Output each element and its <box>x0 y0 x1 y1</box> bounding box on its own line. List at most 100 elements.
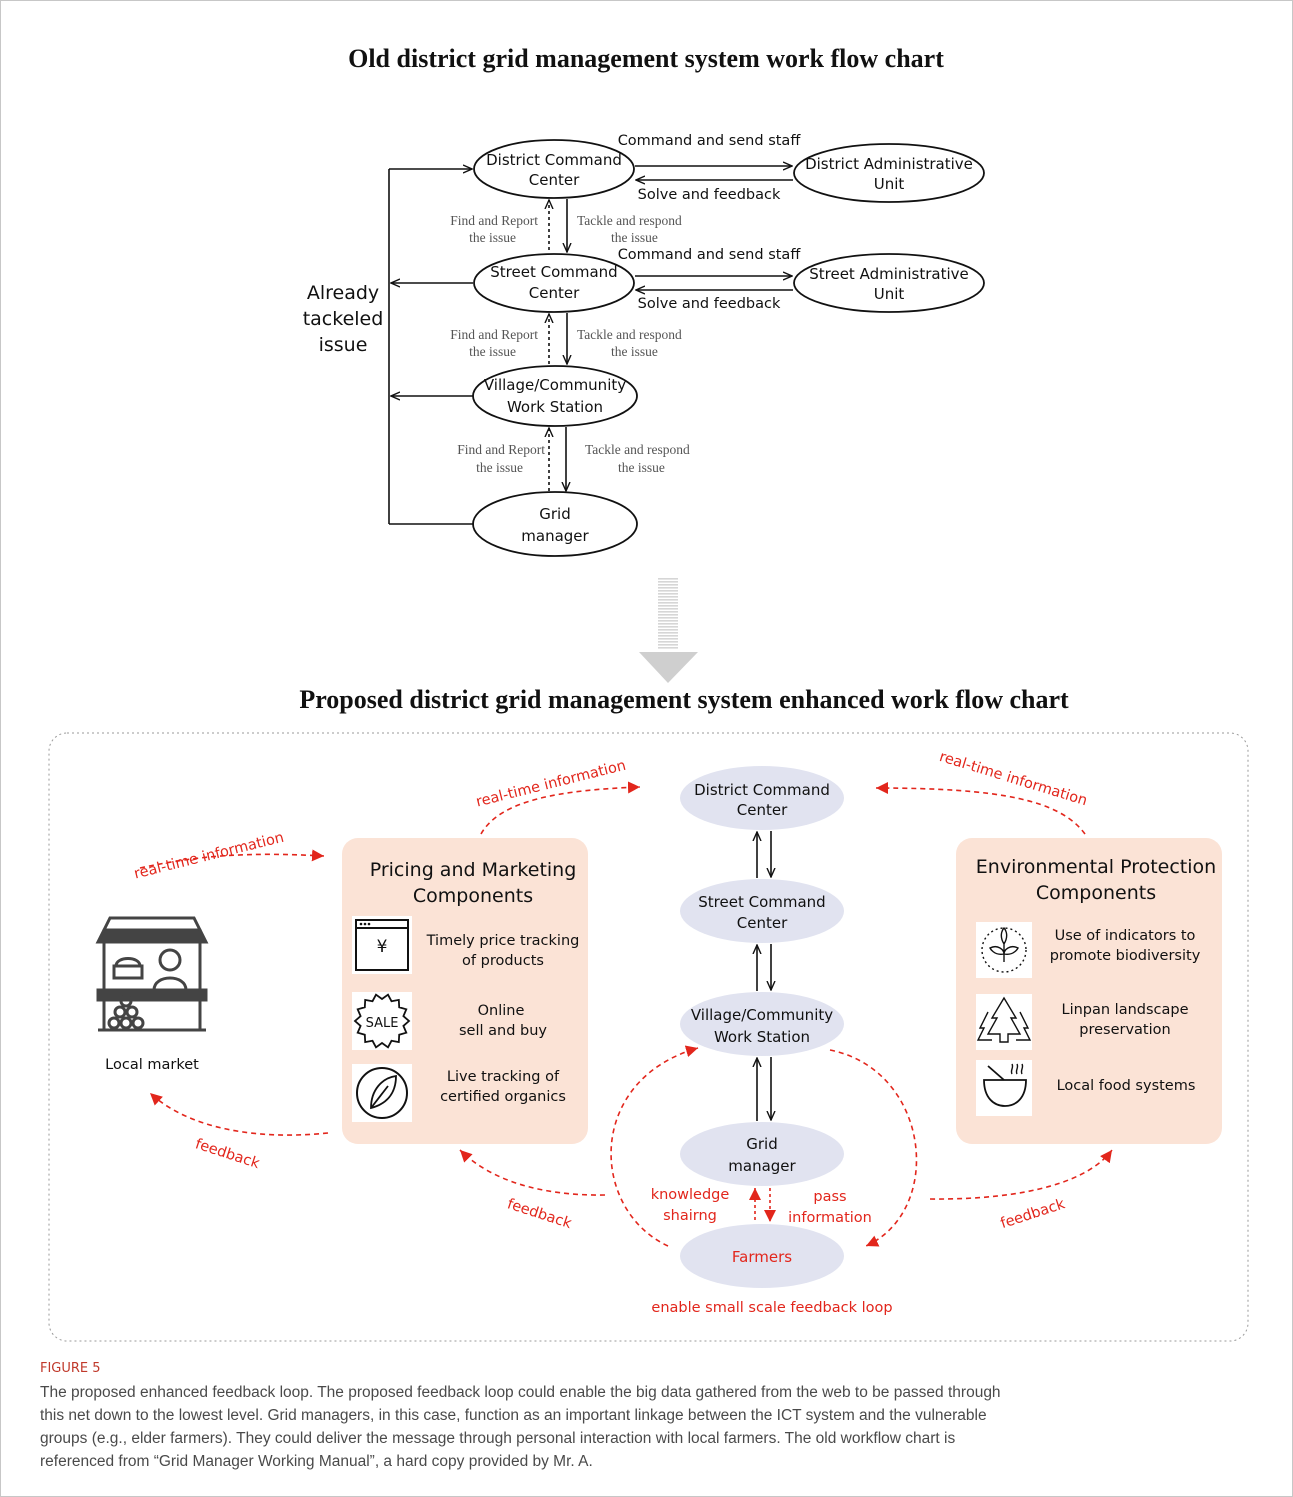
old-node-district-administrative-unit: District Administrative Unit <box>793 143 985 203</box>
node-label: manager <box>521 527 589 545</box>
transition-arrow <box>639 578 698 683</box>
new-chart-dotted-border <box>48 732 1249 1342</box>
environment-item-text: Linpan landscape <box>1061 1002 1188 1018</box>
edge-label-report: the issue <box>469 230 516 245</box>
pass-info-label: pass <box>813 1189 846 1205</box>
node-label: Work Station <box>714 1028 810 1046</box>
side-label: Already <box>307 282 379 304</box>
sale-glyph: SALE <box>366 1016 399 1031</box>
edge-label-report: Find and Report <box>457 442 545 457</box>
caption-line: The proposed enhanced feedback loop. The… <box>40 1384 1001 1401</box>
transition-stripe <box>658 647 678 649</box>
feedback-label: feedback <box>999 1196 1068 1232</box>
node-label: District Administrative <box>805 155 973 173</box>
edge-label-respond: the issue <box>611 230 658 245</box>
node-label: Street Command <box>698 893 825 911</box>
transition-stripe <box>658 602 678 604</box>
old-node-street-command-center: Street Command Center <box>473 253 635 313</box>
transition-stripe <box>658 629 678 631</box>
environment-panel-title: Environmental Protection <box>976 856 1216 878</box>
transition-stripe <box>658 614 678 616</box>
node-label: Village/Community <box>484 376 626 394</box>
node-label: Unit <box>874 285 905 303</box>
farmer-grid-red-arrows <box>749 1188 776 1222</box>
environment-item-text: Local food systems <box>1057 1078 1196 1094</box>
pricing-item-text: sell and buy <box>459 1023 547 1039</box>
node-label: Grid <box>539 505 570 523</box>
transition-stripe <box>658 593 678 595</box>
transition-stripe <box>658 617 678 619</box>
node-label: Center <box>529 171 580 189</box>
yuan-glyph: ¥ <box>377 937 388 957</box>
already-tackled-bracket <box>388 169 474 525</box>
transition-stripe <box>658 641 678 643</box>
feedback-label: feedback <box>505 1196 574 1232</box>
edge-label-respond: Tackle and respond <box>577 213 682 228</box>
knowledge-label: shairng <box>663 1208 717 1224</box>
new-node-farmers: Farmers <box>680 1224 844 1288</box>
organic-leaf-icon <box>352 1064 412 1122</box>
transition-stripe <box>658 578 678 580</box>
side-label: issue <box>319 334 368 356</box>
environment-item-text: Use of indicators to <box>1055 928 1196 944</box>
small-loop-label: enable small scale feedback loop <box>651 1300 892 1316</box>
caption-line: this net down to the lowest level. Grid … <box>40 1407 987 1424</box>
edge-label-respond: the issue <box>611 344 658 359</box>
pricing-item-text: Live tracking of <box>447 1069 560 1085</box>
caption-line: referenced from “Grid Manager Working Ma… <box>40 1453 593 1470</box>
node-label: Work Station <box>507 398 603 416</box>
pricing-item-text: of products <box>462 953 544 969</box>
center-vertical-arrows <box>757 831 771 1121</box>
transition-stripe <box>658 587 678 589</box>
old-chart-title: Old district grid management system work… <box>348 44 944 73</box>
realtime-label: real-time information <box>132 830 285 883</box>
pricing-item-text: Online <box>478 1003 525 1019</box>
environment-item-text: preservation <box>1079 1022 1170 1038</box>
node-label: District Command <box>694 781 830 799</box>
node-label: Grid <box>746 1135 777 1153</box>
node-label: Farmers <box>732 1248 792 1266</box>
edge-label-feedback: Solve and feedback <box>638 296 781 312</box>
yuan-price-window-icon: ¥ <box>352 916 412 974</box>
edge-label-respond: Tackle and respond <box>577 327 682 342</box>
old-node-village-work-station: Village/Community Work Station <box>472 365 638 427</box>
biodiversity-leaves-icon <box>976 922 1032 978</box>
new-node-street-command-center: Street Command Center <box>680 879 844 943</box>
edge-label-respond: Tackle and respond <box>585 442 690 457</box>
transition-stripe <box>658 620 678 622</box>
food-bowl-icon <box>976 1060 1032 1116</box>
environment-panel-title: Components <box>1036 882 1156 904</box>
edge-label-feedback: Solve and feedback <box>638 187 781 203</box>
transition-stripe <box>658 623 678 625</box>
node-label: Unit <box>874 175 905 193</box>
edge-label-command: Command and send staff <box>618 247 802 263</box>
pricing-panel-title: Pricing and Marketing <box>370 859 577 881</box>
realtime-label: real-time information <box>937 749 1089 809</box>
feedback-label: feedback <box>193 1136 262 1172</box>
transition-stripe <box>658 644 678 646</box>
market-stall-icon <box>95 916 209 1032</box>
edge-label-report: Find and Report <box>450 213 538 228</box>
pricing-panel-title: Components <box>413 885 533 907</box>
transition-stripe <box>658 596 678 598</box>
environment-item-text: promote biodiversity <box>1050 948 1201 964</box>
new-node-village-work-station: Village/Community Work Station <box>680 992 844 1056</box>
old-node-district-command-center: District Command Center <box>473 139 635 199</box>
knowledge-label: knowledge <box>651 1187 730 1203</box>
transition-stripe <box>658 590 678 592</box>
node-label: Center <box>737 914 788 932</box>
transition-stripe <box>658 599 678 601</box>
transition-stripe <box>658 611 678 613</box>
pricing-item-text: certified organics <box>440 1089 566 1105</box>
node-label: Street Command <box>490 263 617 281</box>
realtime-label: real-time information <box>474 758 627 811</box>
local-market-label: Local market <box>105 1057 199 1073</box>
transition-stripe <box>658 605 678 607</box>
edge-label-report: the issue <box>469 344 516 359</box>
edge-label-command: Command and send staff <box>618 133 802 149</box>
node-label: Street Administrative <box>809 265 969 283</box>
node-label: District Command <box>486 151 622 169</box>
edge-label-respond: the issue <box>618 460 665 475</box>
transition-stripe <box>658 638 678 640</box>
